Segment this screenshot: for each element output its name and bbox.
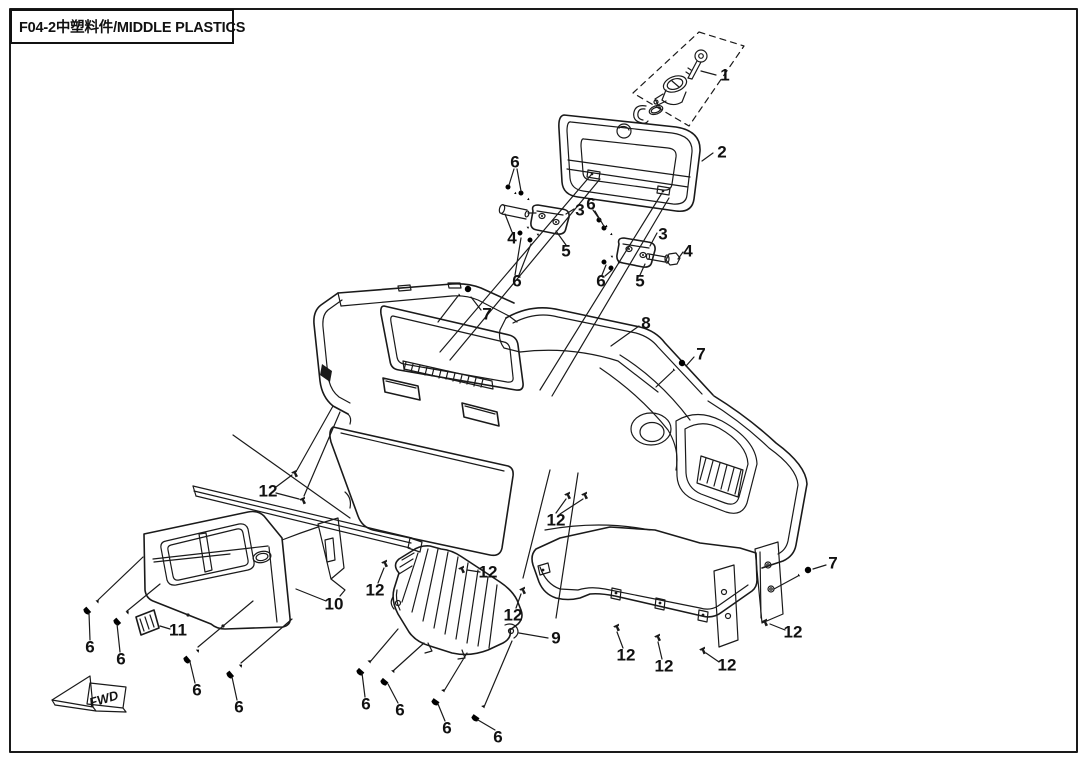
part-glovebox-lid — [558, 114, 701, 213]
part-hinge-pin-left — [498, 204, 530, 220]
part-hinge-bolt-right — [645, 252, 681, 266]
part-hinge-right — [616, 237, 656, 268]
part-ribbed-guard — [390, 545, 523, 660]
part-lock-kit — [632, 31, 745, 127]
page-title: F04-2中塑料件/MIDDLE PLASTICS — [19, 20, 246, 36]
page-border — [9, 8, 1078, 753]
screws-hinge — [504, 183, 622, 272]
part-grille-insert — [135, 609, 160, 636]
part-lower-cover — [531, 526, 784, 648]
leader-lines — [88, 70, 827, 731]
part-center-panel — [313, 282, 808, 569]
clips — [291, 469, 770, 656]
part-hinge-left — [530, 204, 570, 235]
part-storage-box — [143, 485, 423, 630]
title-box: F04-2中塑料件/MIDDLE PLASTICS — [10, 9, 245, 44]
fwd-marker: FWD — [51, 675, 127, 713]
screws-bottom — [82, 597, 488, 723]
